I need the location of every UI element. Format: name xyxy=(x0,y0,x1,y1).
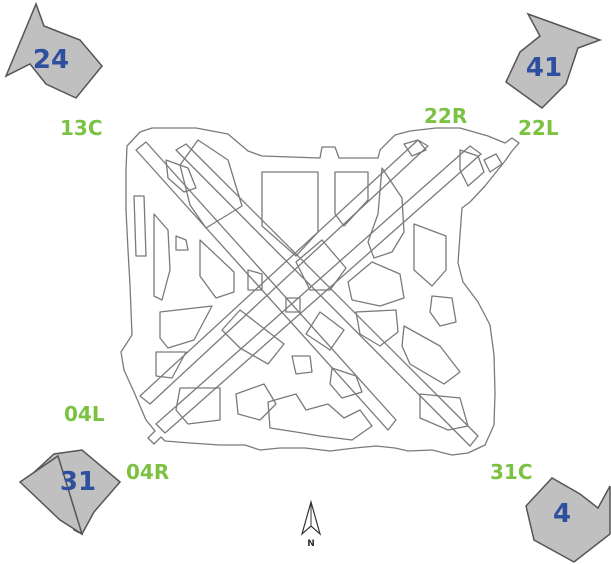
taxiway-3 xyxy=(165,159,197,193)
arrow-nw[interactable]: 24 xyxy=(4,1,103,99)
apron-11 xyxy=(355,309,399,347)
north-label: N xyxy=(307,539,315,549)
runway-label-04l: 04L xyxy=(64,402,105,426)
arrow-se-shape xyxy=(525,477,611,563)
apron-9 xyxy=(221,309,285,365)
arrow-nw-label: 24 xyxy=(33,45,69,75)
apron-7 xyxy=(159,305,213,349)
taxiway-6 xyxy=(403,139,427,157)
arrow-sw[interactable]: 31 xyxy=(18,449,122,536)
arrow-ne-label: 41 xyxy=(526,53,562,83)
runway-label-13c: 13C xyxy=(60,116,103,140)
apron-8 xyxy=(155,351,187,379)
apron-17 xyxy=(329,367,363,399)
arrow-ne-shape xyxy=(505,12,603,109)
apron-1 xyxy=(153,213,171,301)
runway-label-31c: 31C xyxy=(490,460,533,484)
apron-18 xyxy=(291,355,313,375)
arrow-se-label: 4 xyxy=(553,499,571,529)
taxiway-5 xyxy=(483,153,503,173)
runway-label-04r: 04R xyxy=(126,460,170,484)
arrow-se[interactable]: 4 xyxy=(525,477,611,563)
runway-label-22l: 22L xyxy=(518,116,559,140)
apron-6 xyxy=(347,261,405,307)
runway-22r-04l xyxy=(135,141,397,431)
apron-12 xyxy=(401,325,461,385)
apron-16 xyxy=(235,383,277,421)
apron-21 xyxy=(285,297,301,313)
runway-cross xyxy=(139,139,429,405)
north-arrow-icon: N xyxy=(300,499,322,549)
apron-10 xyxy=(305,311,345,351)
runway-22l-04r xyxy=(155,145,482,434)
arrow-nw-shape xyxy=(4,1,103,99)
taxiway-4 xyxy=(459,149,485,187)
apron-23 xyxy=(429,295,457,327)
apron-13 xyxy=(413,223,447,287)
arrow-ne[interactable]: 41 xyxy=(505,12,603,109)
apron-5 xyxy=(295,239,347,291)
apron-22 xyxy=(133,195,147,257)
apron-20 xyxy=(175,235,189,251)
runway-31c-13c xyxy=(175,143,479,447)
airport-perimeter xyxy=(120,127,520,456)
apron-15 xyxy=(175,387,221,425)
taxiway-2 xyxy=(367,167,405,259)
arrow-sw-label: 31 xyxy=(60,467,96,497)
terminal-area xyxy=(267,393,373,441)
apron-3 xyxy=(261,171,319,257)
apron-2 xyxy=(199,239,235,299)
apron-19 xyxy=(247,269,263,291)
arrow-sw-head xyxy=(18,454,84,536)
apron-14 xyxy=(419,393,469,431)
apron-4 xyxy=(334,171,369,227)
runway-label-22r: 22R xyxy=(424,104,468,128)
